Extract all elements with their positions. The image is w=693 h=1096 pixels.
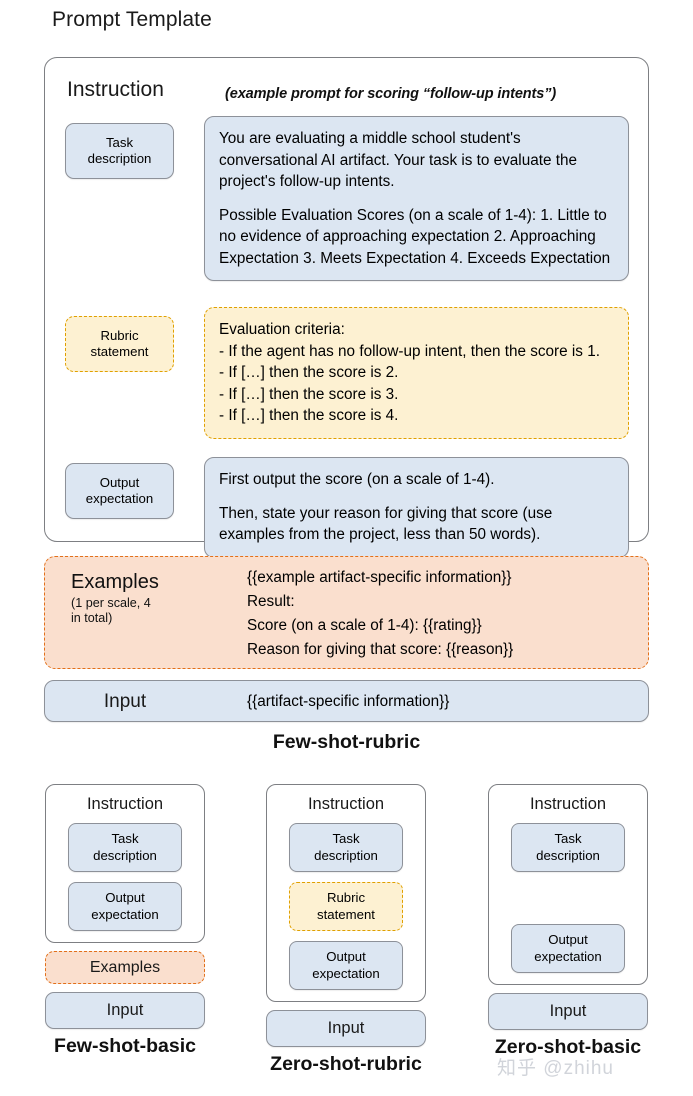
variant-2-box-1-line1: Output — [548, 932, 588, 947]
rubric-line-1: Evaluation criteria: — [219, 321, 345, 338]
caption-few-shot-rubric: Few-shot-rubric — [272, 731, 421, 753]
variant-0-caption: Few-shot-basic — [54, 1035, 196, 1057]
variant-2-box-1-line2: expectation — [534, 948, 602, 964]
examples-band: Examples (1 per scale, 4 in total) {{exa… — [44, 556, 649, 669]
input-label: Input — [103, 691, 147, 712]
variant-2-box-0-line1: Task — [554, 831, 582, 846]
tag-output-expectation: Output expectation — [65, 463, 174, 519]
variant-0-instruction-panel: Instruction Task description Output expe… — [45, 784, 205, 943]
examples-line-4: Reason for giving that score: {{reason}} — [247, 641, 514, 658]
tag-task-description-line2: description — [87, 151, 152, 166]
variant-2-input-band: Input — [488, 993, 648, 1030]
variant-1-instruction-heading: Instruction — [307, 795, 385, 813]
variant-1-box-output-expectation: Output expectation — [289, 941, 403, 990]
variant-0-examples-band: Examples — [45, 951, 205, 984]
page-title: Prompt Template — [52, 8, 212, 31]
examples-line-1: {{example artifact-specific information}… — [247, 569, 512, 586]
examples-line-2: Result: — [247, 593, 295, 610]
examples-content: {{example artifact-specific information}… — [247, 566, 636, 662]
examples-sublabel-line1: (1 per scale, 4 — [71, 596, 151, 610]
variant-0-box-0-line1: Task — [111, 831, 139, 846]
rubric-line-2: - If the agent has no follow-up intent, … — [219, 342, 600, 360]
variant-2-box-0-line2: description — [536, 847, 600, 863]
instruction-panel: Instruction (example prompt for scoring … — [44, 57, 649, 558]
variant-2-instruction-panel: Instruction Task description Output expe… — [488, 784, 648, 985]
variant-1-caption: Zero-shot-rubric — [270, 1053, 422, 1075]
tag-output-expectation-line1: Output — [99, 475, 140, 490]
tag-task-description-line1: Task — [105, 135, 134, 150]
variant-2-box-task-description: Task description — [511, 823, 625, 872]
variant-2-box-output-expectation: Output expectation — [511, 924, 625, 973]
variant-1-box-0-line1: Task — [332, 831, 360, 846]
variant-0-box-0-line2: description — [93, 847, 157, 863]
output-expectation-paragraph-1: First output the score (on a scale of 1-… — [219, 471, 495, 488]
task-description-paragraph-2: Possible Evaluation Scores (on a scale o… — [219, 206, 611, 267]
variant-1-box-2-line2: expectation — [312, 965, 380, 981]
tag-rubric-statement-line1: Rubric — [100, 328, 139, 343]
task-description-paragraph-1: You are evaluating a middle school stude… — [219, 130, 577, 190]
variant-zero-shot-rubric: Instruction Task description Rubric stat… — [266, 784, 426, 1076]
variant-2-instruction-heading: Instruction — [529, 795, 607, 813]
tag-task-description: Task description — [65, 123, 174, 179]
variant-0-input-band: Input — [45, 992, 205, 1029]
variant-1-box-0-line2: description — [314, 847, 378, 863]
variant-few-shot-basic: Instruction Task description Output expe… — [45, 784, 205, 1058]
examples-label: Examples — [71, 571, 159, 593]
variant-1-input-band: Input — [266, 1010, 426, 1047]
variant-1-box-1-line2: statement — [317, 906, 375, 922]
variant-1-box-1-line1: Rubric — [326, 890, 366, 905]
output-expectation-paragraph-2: Then, state your reason for giving that … — [219, 504, 553, 544]
variant-0-box-task-description: Task description — [68, 823, 182, 872]
examples-label-group: Examples (1 per scale, 4 in total) — [71, 571, 201, 626]
tag-output-expectation-line2: expectation — [85, 491, 154, 506]
examples-line-3: Score (on a scale of 1-4): {{rating}} — [247, 617, 482, 634]
variant-0-box-1-line1: Output — [105, 890, 145, 905]
variant-0-instruction-heading: Instruction — [86, 795, 164, 813]
rubric-line-5: - If […] then the score is 4. — [219, 407, 399, 424]
rubric-line-3: - If […] then the score is 2. — [219, 364, 399, 381]
input-value: {{artifact-specific information}} — [247, 693, 450, 710]
variant-1-box-rubric-statement: Rubric statement — [289, 882, 403, 931]
examples-sublabel-line2: in total) — [71, 611, 113, 625]
variant-0-box-1-line2: expectation — [91, 906, 159, 922]
variant-2-caption: Zero-shot-basic — [494, 1036, 642, 1058]
variant-1-instruction-panel: Instruction Task description Rubric stat… — [266, 784, 426, 1002]
tag-rubric-statement-line2: statement — [90, 344, 149, 359]
instruction-heading: Instruction — [67, 78, 164, 101]
rubric-line-4: - If […] then the score is 3. — [219, 385, 399, 403]
variant-1-box-2-line1: Output — [326, 949, 366, 964]
variant-0-box-output-expectation: Output expectation — [68, 882, 182, 931]
variant-1-box-task-description: Task description — [289, 823, 403, 872]
content-rubric-statement: Evaluation criteria: - If the agent has … — [204, 307, 629, 439]
input-band: Input {{artifact-specific information}} — [44, 680, 649, 722]
content-output-expectation: First output the score (on a scale of 1-… — [204, 457, 629, 558]
variant-zero-shot-basic: Instruction Task description Output expe… — [488, 784, 648, 1059]
instruction-example-note: (example prompt for scoring “follow-up i… — [225, 86, 557, 102]
content-task-description: You are evaluating a middle school stude… — [204, 116, 629, 281]
tag-rubric-statement: Rubric statement — [65, 316, 174, 372]
